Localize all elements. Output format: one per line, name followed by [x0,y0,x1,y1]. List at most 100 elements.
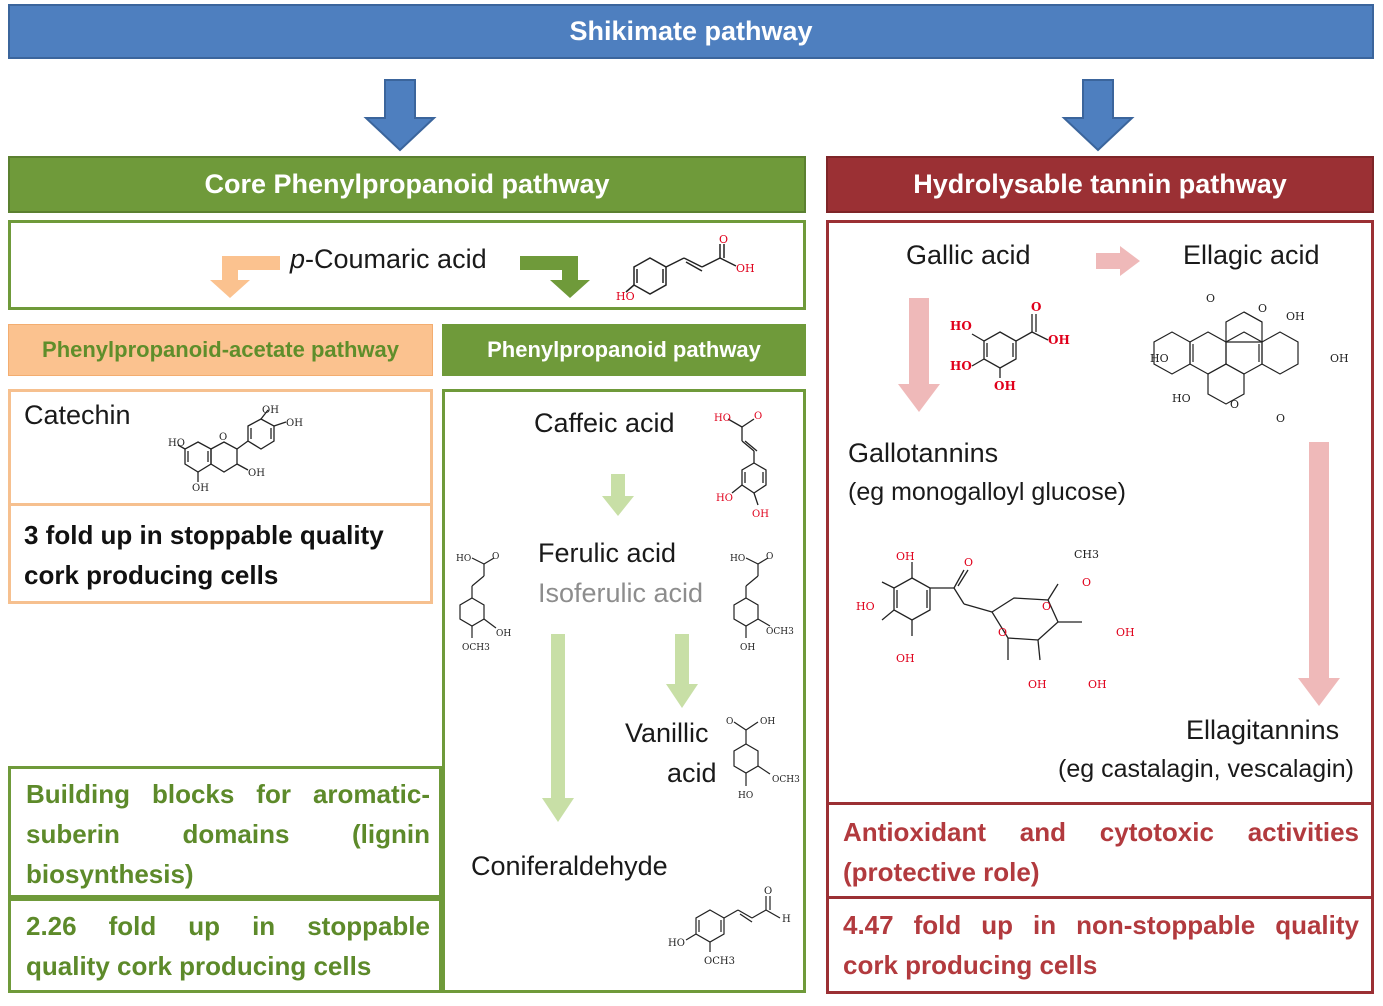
caffeic-o: O [754,411,762,422]
catechin-ho: HO [168,438,185,449]
fold-226-line-1: 2.26 fold up in stoppable [26,911,430,941]
shikimate-pathway-header: Shikimate pathway [8,4,1374,59]
coniferaldehyde-h: H [782,914,791,925]
mg-oh-bottom: OH [896,652,915,665]
ellagic-to-ellagitannins-arrow [1298,442,1340,706]
fold-447-line-1: 4.47 fold up in non-stoppable quality [843,910,1359,940]
ferulic-to-coniferaldehyde-arrow [542,634,574,822]
atom-o: O [719,233,728,246]
ellagic-label: Ellagic acid [1183,240,1320,270]
hydrolysable-tannin-header: Hydrolysable tannin pathway [826,156,1374,213]
mg-oh-low1: OH [1028,678,1047,691]
antiox-line-2: (protective role) [843,857,1040,887]
coumaric-box [8,220,806,310]
coniferaldehyde-ho: HO [668,938,685,949]
catechin-oh2: OH [286,418,303,429]
coniferaldehyde-label: Coniferaldehyde [471,851,668,881]
ellagic-oh1: OH [1286,310,1305,323]
vanillic-label-1: Vanillic [625,718,709,748]
catechin-divider [11,503,430,506]
isoferulic-ho: HO [730,554,745,564]
isoferulic-o: O [766,552,773,562]
gallic-structure: O OH HO HO OH [950,300,1070,393]
catechin-oh3: OH [248,468,265,479]
gallic-ho1: HO [950,319,972,333]
catechin-label: Catechin [24,400,131,430]
orange-bent-arrow [210,256,280,298]
caffeic-ho2: HO [716,493,733,504]
gallic-oh: OH [1048,333,1070,347]
ellagic-structure: O O OH OH HO HO O O [1150,292,1349,425]
coniferaldehyde-o: O [764,886,772,897]
fold-447-line-2: cork producing cells [843,950,1098,980]
mg-o-ester: O [998,626,1007,639]
ellagitannins-label: Ellagitannins [1186,715,1340,745]
coniferaldehyde-structure: O H HO OCH3 [668,886,791,967]
building-blocks-box [8,766,442,898]
ferulic-structure: HO O OH OCH3 [456,552,511,653]
mg-oh-right: OH [1116,626,1135,639]
phenylpropanoid-acetate-header: Phenylpropanoid-acetate pathway [8,324,433,376]
gallic-label: Gallic acid [906,240,1031,270]
ferulic-label: Ferulic acid [538,538,677,568]
down-arrow-left [363,79,437,152]
vanillic-label-2: acid [667,758,717,788]
gallic-o: O [1031,300,1041,314]
caffeic-ho: HO [714,413,731,424]
isoferulic-och3: OCH3 [766,627,794,637]
catechin-oh4: OH [192,483,209,494]
gallic-ho2: HO [950,359,972,373]
isoferulic-label: Isoferulic acid [538,578,704,608]
ellagic-o-ring1: O [1258,302,1267,315]
core-phenylpropanoid-header: Core Phenylpropanoid pathway [8,156,806,213]
mg-oh-top: OH [896,550,915,563]
gallic-to-gallotannins-arrow [898,298,940,412]
catechin-box [8,389,433,604]
caffeic-to-ferulic-arrow [602,474,634,516]
vanillic-ho: HO [738,791,753,801]
vanillic-o: O [726,717,733,727]
vanillic-oh: OH [760,717,775,727]
ellagic-o-bottom: O [1276,412,1285,425]
phenylpropanoid-title: Phenylpropanoid pathway [487,337,761,362]
caffeic-oh: OH [752,509,769,520]
hydro-divider-1 [829,802,1371,805]
catechin-o: O [219,432,227,443]
hydrolysable-box [826,220,1374,994]
isoferulic-oh: OH [740,643,755,653]
ferulic-to-vanillic-arrow [666,634,698,708]
isoferulic-structure: HO O OCH3 OH [730,552,794,653]
down-arrow-right [1061,79,1135,152]
coumaric-name: -Coumaric acid [305,244,487,274]
ellagic-ho1: HO [1150,352,1169,365]
coumaric-prefix: p [290,244,306,274]
coumaric-structure: O OH HO [616,233,755,303]
phenylpropanoid-header: Phenylpropanoid pathway [442,324,806,376]
gallic-to-ellagic-arrow [1096,246,1140,276]
caffeic-label: Caffeic acid [534,408,675,438]
ellagitannins-example: (eg castalagin, vescalagin) [1058,755,1354,783]
mg-o-methoxy: O [1082,576,1091,589]
fold-447-note: 4.47 fold up in non-stoppable quality co… [843,905,1359,985]
ellagic-oh2: OH [1330,352,1349,365]
building-blocks-note: Building blocks for aromatic- suberin do… [26,774,430,894]
fold-226-box [8,898,442,993]
catechin-structure: O OH OH HO OH OH [168,405,303,494]
antioxidant-note: Antioxidant and cytotoxic activities (pr… [843,812,1359,892]
phenylpropanoid-box [442,389,806,993]
gallotannins-example: (eg monogalloyl glucose) [848,478,1126,506]
mg-o-carbonyl: O [964,556,973,569]
building-line-1: Building blocks for aromatic- [26,779,430,809]
ellagic-ho2: HO [1172,392,1191,405]
core-title: Core Phenylpropanoid pathway [204,169,610,199]
vanillic-structure: O OH OCH3 HO [726,717,800,801]
antiox-line-1: Antioxidant and cytotoxic activities [843,817,1359,847]
acetate-title: Phenylpropanoid-acetate pathway [42,337,399,362]
mg-o-ring: O [1042,600,1051,613]
hydrolysable-title: Hydrolysable tannin pathway [913,169,1287,199]
shikimate-title: Shikimate pathway [569,16,813,46]
mg-ch3: CH3 [1074,548,1099,561]
ferulic-ho: HO [456,554,471,564]
ellagic-o-ring2: O [1230,398,1239,411]
gallic-oh2: OH [994,379,1016,393]
